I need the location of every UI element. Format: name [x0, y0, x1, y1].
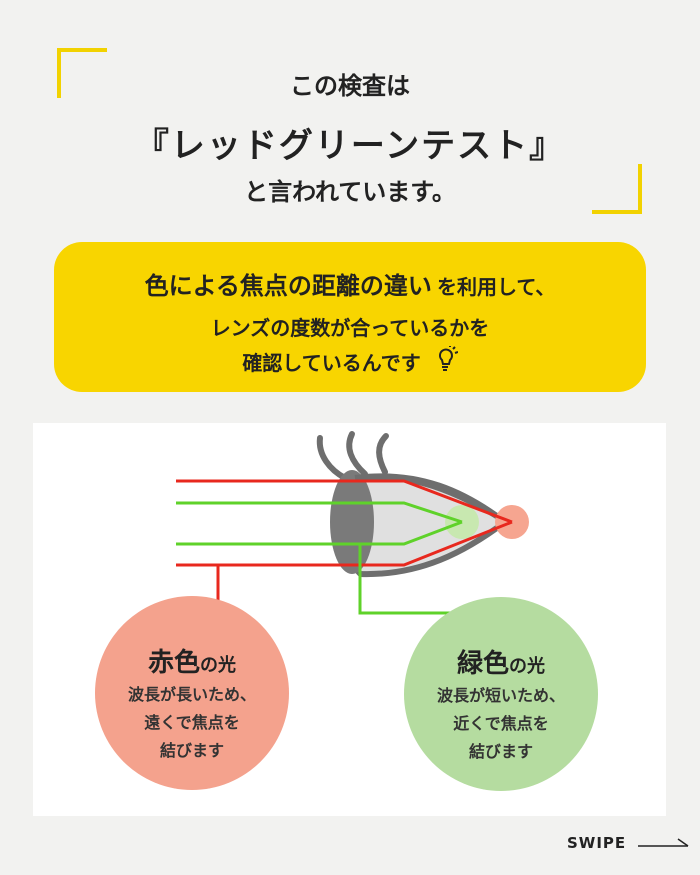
green-light-title: 緑色の光	[404, 643, 598, 680]
red-desc-line1: 波長が長いため、	[127, 685, 256, 704]
heading-line3: と言われています。	[244, 178, 456, 206]
red-light-circle	[95, 596, 289, 790]
green-desc-line3: 結びます	[468, 742, 533, 761]
arrow-right-icon	[638, 837, 689, 847]
red-desc-line3: 結びます	[159, 741, 224, 760]
banner-emphasis: 色による焦点の距離の違い	[144, 272, 432, 300]
green-desc-line1: 波長が短いため、	[436, 686, 565, 705]
banner-line1: 色による焦点の距離の違い を利用して、	[0, 266, 700, 301]
swipe-label: SWIPE	[567, 834, 627, 852]
swipe-indicator[interactable]: SWIPE	[567, 834, 690, 852]
heading-title: 『レッドグリーンテスト』	[134, 126, 566, 166]
red-light-title-sub: の光	[200, 655, 236, 676]
green-light-title-main: 緑色	[456, 649, 509, 679]
eye-lens	[330, 470, 374, 574]
banner-line1-rest: を利用して、	[436, 275, 556, 299]
lightbulb-icon	[438, 346, 459, 371]
green-desc-line2: 近くで焦点を	[453, 714, 549, 733]
green-light-circle	[404, 597, 598, 791]
banner-line3: 確認しているんです	[242, 351, 421, 375]
banner-line3-wrap: 確認しているんです	[0, 346, 700, 376]
green-light-description: 波長が短いため、 近くで焦点を 結びます	[404, 682, 598, 766]
green-light-title-sub: の光	[509, 656, 545, 677]
red-desc-line2: 遠くで焦点を	[144, 713, 240, 732]
red-light-title-main: 赤色	[147, 648, 200, 678]
eyelashes	[316, 431, 389, 481]
red-light-title: 赤色の光	[95, 642, 289, 679]
red-light-description: 波長が長いため、 遠くで焦点を 結びます	[95, 681, 289, 765]
corner-bracket-bottom-right	[592, 164, 642, 214]
heading-line1: この検査は	[290, 72, 410, 100]
banner-line2: レンズの度数が合っているかを	[210, 316, 490, 340]
corner-bracket-top-left	[57, 48, 107, 98]
info-banner	[54, 242, 646, 392]
green-light-rays	[176, 501, 468, 615]
